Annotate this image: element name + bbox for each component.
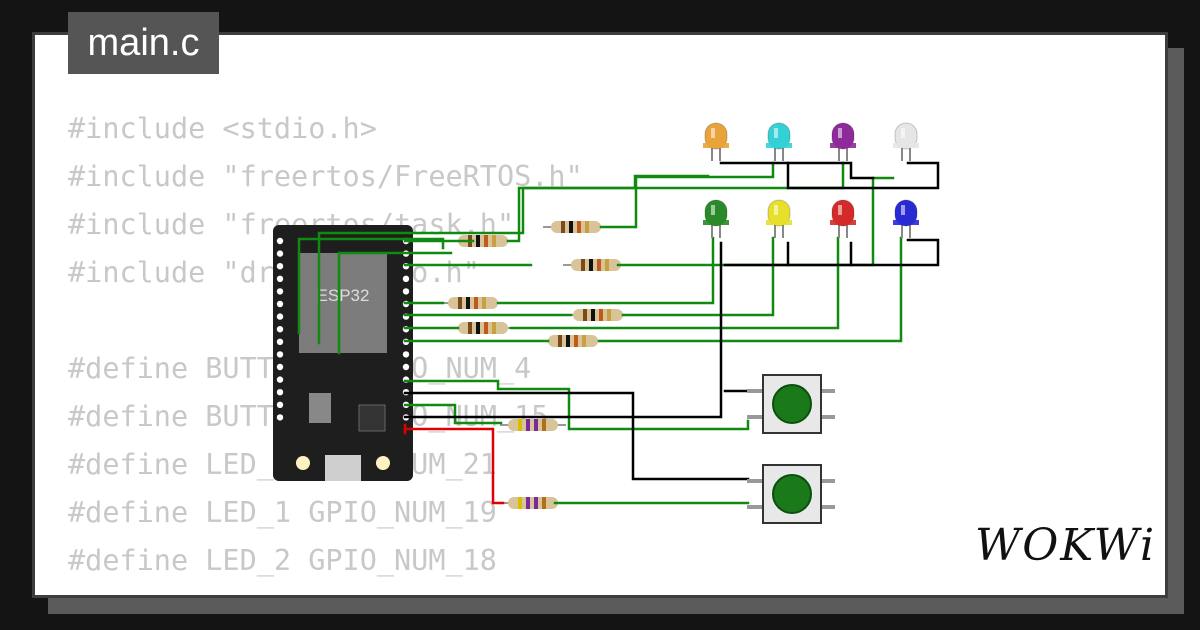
board-pin-left[interactable] [276, 376, 284, 383]
board-pin-right[interactable] [402, 363, 410, 371]
led[interactable] [830, 199, 856, 238]
code-line: #include <stdio.h> [68, 112, 377, 145]
board-pin-left[interactable] [276, 363, 284, 371]
button-1[interactable] [747, 464, 835, 524]
code-line: #include "driver/gpio.h" [68, 256, 480, 289]
resistor[interactable] [565, 309, 631, 321]
wokwi-logo: WOKWi [975, 520, 1157, 571]
led[interactable] [893, 122, 919, 161]
resistor[interactable] [543, 221, 609, 233]
board-pin-left[interactable] [276, 401, 284, 408]
code-line: #define LED_3 GPIO_NUM_5 [68, 585, 583, 595]
resistor[interactable] [500, 419, 566, 431]
board-pin-left[interactable] [276, 288, 284, 295]
board-pin-left[interactable] [276, 237, 284, 245]
board-pin-left[interactable] [276, 275, 284, 282]
code-line: #define LED_1 GPIO_NUM_19 [68, 496, 497, 529]
led[interactable] [893, 199, 919, 238]
led[interactable] [766, 199, 792, 238]
circuit-diagram: ESP32 [273, 122, 940, 524]
board-pin-left[interactable] [276, 338, 284, 345]
resistor[interactable] [450, 322, 516, 334]
button-0[interactable] [747, 374, 835, 434]
board-pin-left[interactable] [276, 313, 284, 320]
board-pin-right[interactable] [402, 351, 410, 358]
board-pin-left[interactable] [276, 414, 284, 421]
board-pin-right[interactable] [402, 275, 410, 282]
board-pin-right[interactable] [402, 288, 410, 295]
resistor[interactable] [440, 297, 506, 309]
code-line: #define LED_2 GPIO_NUM_18 [68, 544, 497, 577]
esp32-board[interactable]: ESP32 [273, 225, 413, 481]
resistor[interactable] [540, 335, 606, 347]
board-pin-left[interactable] [276, 389, 284, 396]
led[interactable] [703, 199, 729, 238]
board-pin-left[interactable] [276, 351, 284, 358]
led[interactable] [766, 122, 792, 161]
board-pin-left[interactable] [276, 326, 284, 333]
code-line: #include "freertos/task.h" [68, 208, 515, 241]
resistor[interactable] [563, 259, 629, 271]
board-pin-left[interactable] [276, 300, 284, 308]
preview-card: #include <stdio.h>#include "freertos/Fre… [32, 32, 1168, 598]
led[interactable] [830, 122, 856, 161]
board-label: ESP32 [317, 286, 370, 305]
code-block: #include <stdio.h>#include "freertos/Fre… [68, 105, 583, 595]
file-tab[interactable]: main.c [68, 12, 219, 74]
board-pin-left[interactable] [276, 263, 284, 270]
board-pin-left[interactable] [276, 250, 284, 257]
led[interactable] [703, 122, 729, 161]
